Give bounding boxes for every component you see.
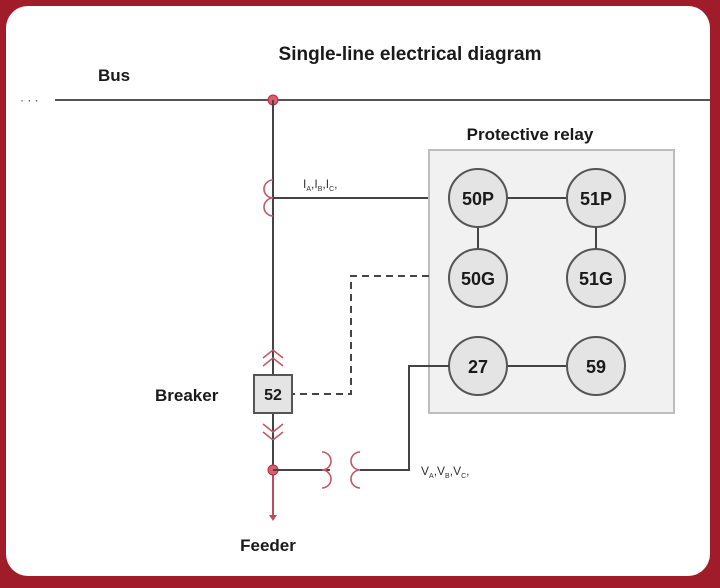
voltage-signals-label: VA,VB,VC, bbox=[421, 464, 469, 480]
feeder-arrow-icon bbox=[269, 515, 277, 521]
relay-function-label: 50P bbox=[462, 189, 494, 209]
relay-title: Protective relay bbox=[467, 125, 594, 144]
bus-label: Bus bbox=[98, 66, 130, 85]
vt-signal-line bbox=[360, 365, 449, 471]
relay-function-51p[interactable]: 51P bbox=[566, 168, 626, 228]
current-transformer-icon bbox=[263, 179, 274, 217]
breaker-number: 52 bbox=[264, 387, 282, 404]
relay-function-label: 59 bbox=[586, 357, 606, 377]
relay-function-59[interactable]: 59 bbox=[566, 336, 626, 396]
relay-function-label: 27 bbox=[468, 357, 488, 377]
current-signals-label: IA,IB,IC, bbox=[303, 177, 337, 193]
relay-function-label: 51P bbox=[580, 189, 612, 209]
relay-function-50g[interactable]: 50G bbox=[448, 248, 508, 308]
breaker-52[interactable] bbox=[253, 374, 293, 414]
relay-function-label: 50G bbox=[461, 269, 495, 289]
breaker-label: Breaker bbox=[155, 386, 219, 405]
trip-signal-line bbox=[293, 275, 429, 395]
breaker-upper-disconnect-icon bbox=[262, 348, 284, 367]
relay-function-27[interactable]: 27 bbox=[448, 336, 508, 396]
relay-function-50p[interactable]: 50P bbox=[448, 168, 508, 228]
relay-function-label: 51G bbox=[579, 269, 613, 289]
relay-function-51g[interactable]: 51G bbox=[566, 248, 626, 308]
diagram-title: Single-line electrical diagram bbox=[279, 44, 542, 65]
feeder-label: Feeder bbox=[240, 536, 296, 555]
bus-ellipsis: · · · bbox=[20, 93, 39, 107]
